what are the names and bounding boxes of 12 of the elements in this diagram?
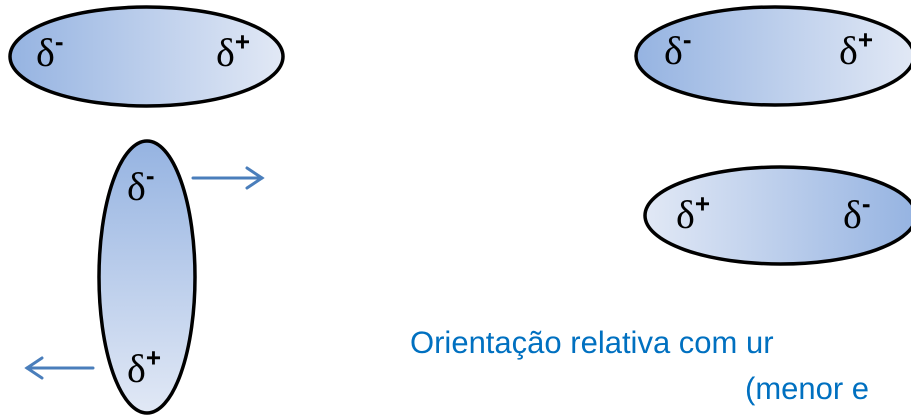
partial-charge-label: δ$^{+}$ — [839, 31, 874, 71]
caption-text: (menor e — [745, 372, 870, 406]
partial-charge-label: δ$^{-}$ — [664, 31, 692, 71]
dipole-ellipse — [97, 139, 197, 415]
partial-charge-label: δ$^{-}$ — [843, 195, 871, 235]
caption-text: Orientação relativa com ur — [410, 326, 774, 360]
partial-charge-label: δ$^{+}$ — [216, 33, 250, 73]
partial-charge-label: δ$^{+}$ — [127, 349, 162, 389]
partial-charge-label: δ$^{-}$ — [127, 167, 155, 207]
partial-charge-label: δ$^{-}$ — [36, 33, 64, 73]
partial-charge-label: δ$^{+}$ — [676, 195, 710, 235]
dipole-ellipse — [8, 5, 285, 108]
